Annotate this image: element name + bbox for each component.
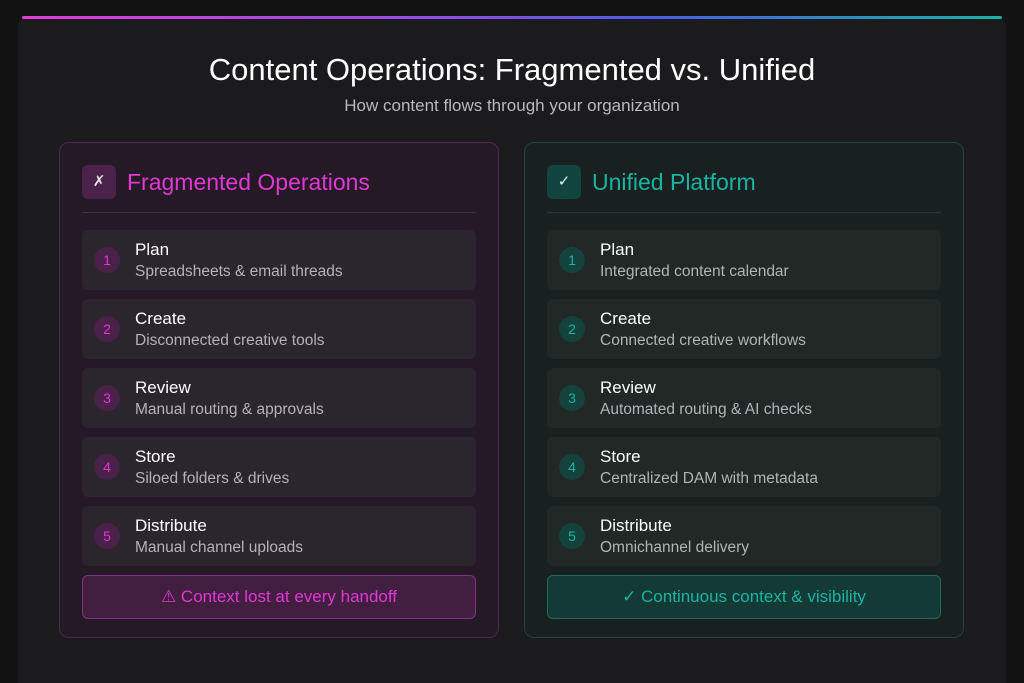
unified-panel-header: ✓ Unified Platform <box>547 165 941 213</box>
step-description: Manual routing & approvals <box>135 401 324 418</box>
fragmented-panel: ✗ Fragmented Operations 1 Plan Spreadshe… <box>59 142 499 638</box>
fragmented-panel-header: ✗ Fragmented Operations <box>82 165 476 213</box>
unified-panel: ✓ Unified Platform 1 Plan Integrated con… <box>524 142 964 638</box>
step-number-badge: 5 <box>94 523 120 549</box>
step-number-badge: 4 <box>94 454 120 480</box>
step-title: Create <box>600 309 652 328</box>
unified-step-create: 2 Create Connected creative workflows <box>547 299 941 359</box>
step-number-badge: 2 <box>94 316 120 342</box>
step-number-badge: 3 <box>559 385 585 411</box>
step-title: Review <box>135 378 191 397</box>
fragmented-step-review: 3 Review Manual routing & approvals <box>82 368 476 428</box>
step-description: Disconnected creative tools <box>135 332 325 349</box>
step-description: Omnichannel delivery <box>600 539 750 556</box>
step-title: Distribute <box>135 516 207 535</box>
step-description: Manual channel uploads <box>135 539 304 556</box>
fragmented-panel-title: Fragmented Operations <box>127 169 370 195</box>
page-subtitle: How content flows through your organizat… <box>344 96 680 115</box>
step-number-badge: 1 <box>94 247 120 273</box>
unified-panel-title: Unified Platform <box>592 169 756 195</box>
fragmented-warning-banner: ⚠ Context lost at every handoff <box>82 575 476 619</box>
page-title: Content Operations: Fragmented vs. Unifi… <box>208 52 816 87</box>
fragmented-step-plan: 1 Plan Spreadsheets & email threads <box>82 230 476 290</box>
unified-success-banner: ✓ Continuous context & visibility <box>547 575 941 619</box>
step-description: Integrated content calendar <box>600 263 789 280</box>
step-title: Review <box>600 378 656 397</box>
step-description: Connected creative workflows <box>600 332 806 349</box>
step-title: Create <box>135 309 187 328</box>
fragmented-step-distribute: 5 Distribute Manual channel uploads <box>82 506 476 566</box>
step-description: Automated routing & AI checks <box>600 401 812 418</box>
step-title: Plan <box>600 240 635 259</box>
unified-step-store: 4 Store Centralized DAM with metadata <box>547 437 941 497</box>
unified-step-review: 3 Review Automated routing & AI checks <box>547 368 941 428</box>
unified-step-plan: 1 Plan Integrated content calendar <box>547 230 941 290</box>
step-description: Spreadsheets & email threads <box>135 263 343 280</box>
unified-step-distribute: 5 Distribute Omnichannel delivery <box>547 506 941 566</box>
step-title: Store <box>600 447 641 466</box>
check-mark-icon: ✓ <box>547 165 581 199</box>
step-description: Centralized DAM with metadata <box>600 470 818 487</box>
step-number-badge: 1 <box>559 247 585 273</box>
step-number-badge: 5 <box>559 523 585 549</box>
step-title: Store <box>135 447 176 466</box>
step-number-badge: 4 <box>559 454 585 480</box>
step-number-badge: 3 <box>94 385 120 411</box>
fragmented-step-store: 4 Store Siloed folders & drives <box>82 437 476 497</box>
x-mark-icon: ✗ <box>82 165 116 199</box>
step-title: Distribute <box>600 516 672 535</box>
step-title: Plan <box>135 240 170 259</box>
step-number-badge: 2 <box>559 316 585 342</box>
top-accent-bar <box>22 16 1002 19</box>
fragmented-step-create: 2 Create Disconnected creative tools <box>82 299 476 359</box>
step-description: Siloed folders & drives <box>135 470 290 487</box>
